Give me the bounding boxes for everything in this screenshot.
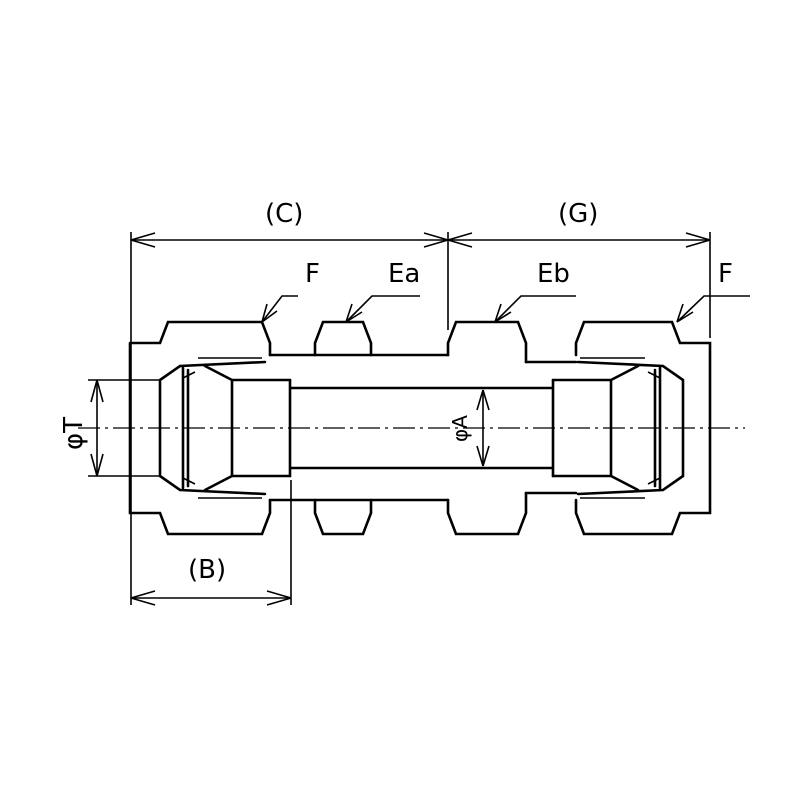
right-nut-outline xyxy=(574,320,712,536)
hex-b-label: Eb xyxy=(537,259,570,289)
dim-c-label: (C) xyxy=(265,199,303,229)
dia-a-label: φA xyxy=(448,415,472,442)
bore-outline xyxy=(288,378,555,478)
dia-t-label: φT xyxy=(59,417,89,450)
leader-eb xyxy=(494,295,576,323)
dimension-b xyxy=(130,590,292,606)
left-ferrule xyxy=(158,360,292,496)
dimension-g xyxy=(447,232,711,248)
dimension-t xyxy=(90,379,104,477)
dimension-c xyxy=(130,232,449,248)
hex-ea-outline xyxy=(313,320,373,536)
body-tube-outline xyxy=(268,353,578,502)
dim-g-label: (G) xyxy=(558,199,598,229)
leader-f-right xyxy=(676,295,750,323)
right-ferrule-detail xyxy=(580,357,661,499)
leader-f-left xyxy=(261,295,298,323)
nut-right-label: F xyxy=(718,259,733,289)
left-ferrule-detail xyxy=(182,357,262,499)
dim-b-label: (B) xyxy=(188,555,226,585)
nut-left-label: F xyxy=(305,259,320,289)
left-nut-outline xyxy=(128,320,272,536)
right-ferrule xyxy=(551,360,685,496)
dimension-a xyxy=(476,389,490,467)
hex-a-label: Ea xyxy=(388,259,420,289)
leader-ea xyxy=(345,295,420,323)
hex-eb-outline xyxy=(446,320,528,536)
